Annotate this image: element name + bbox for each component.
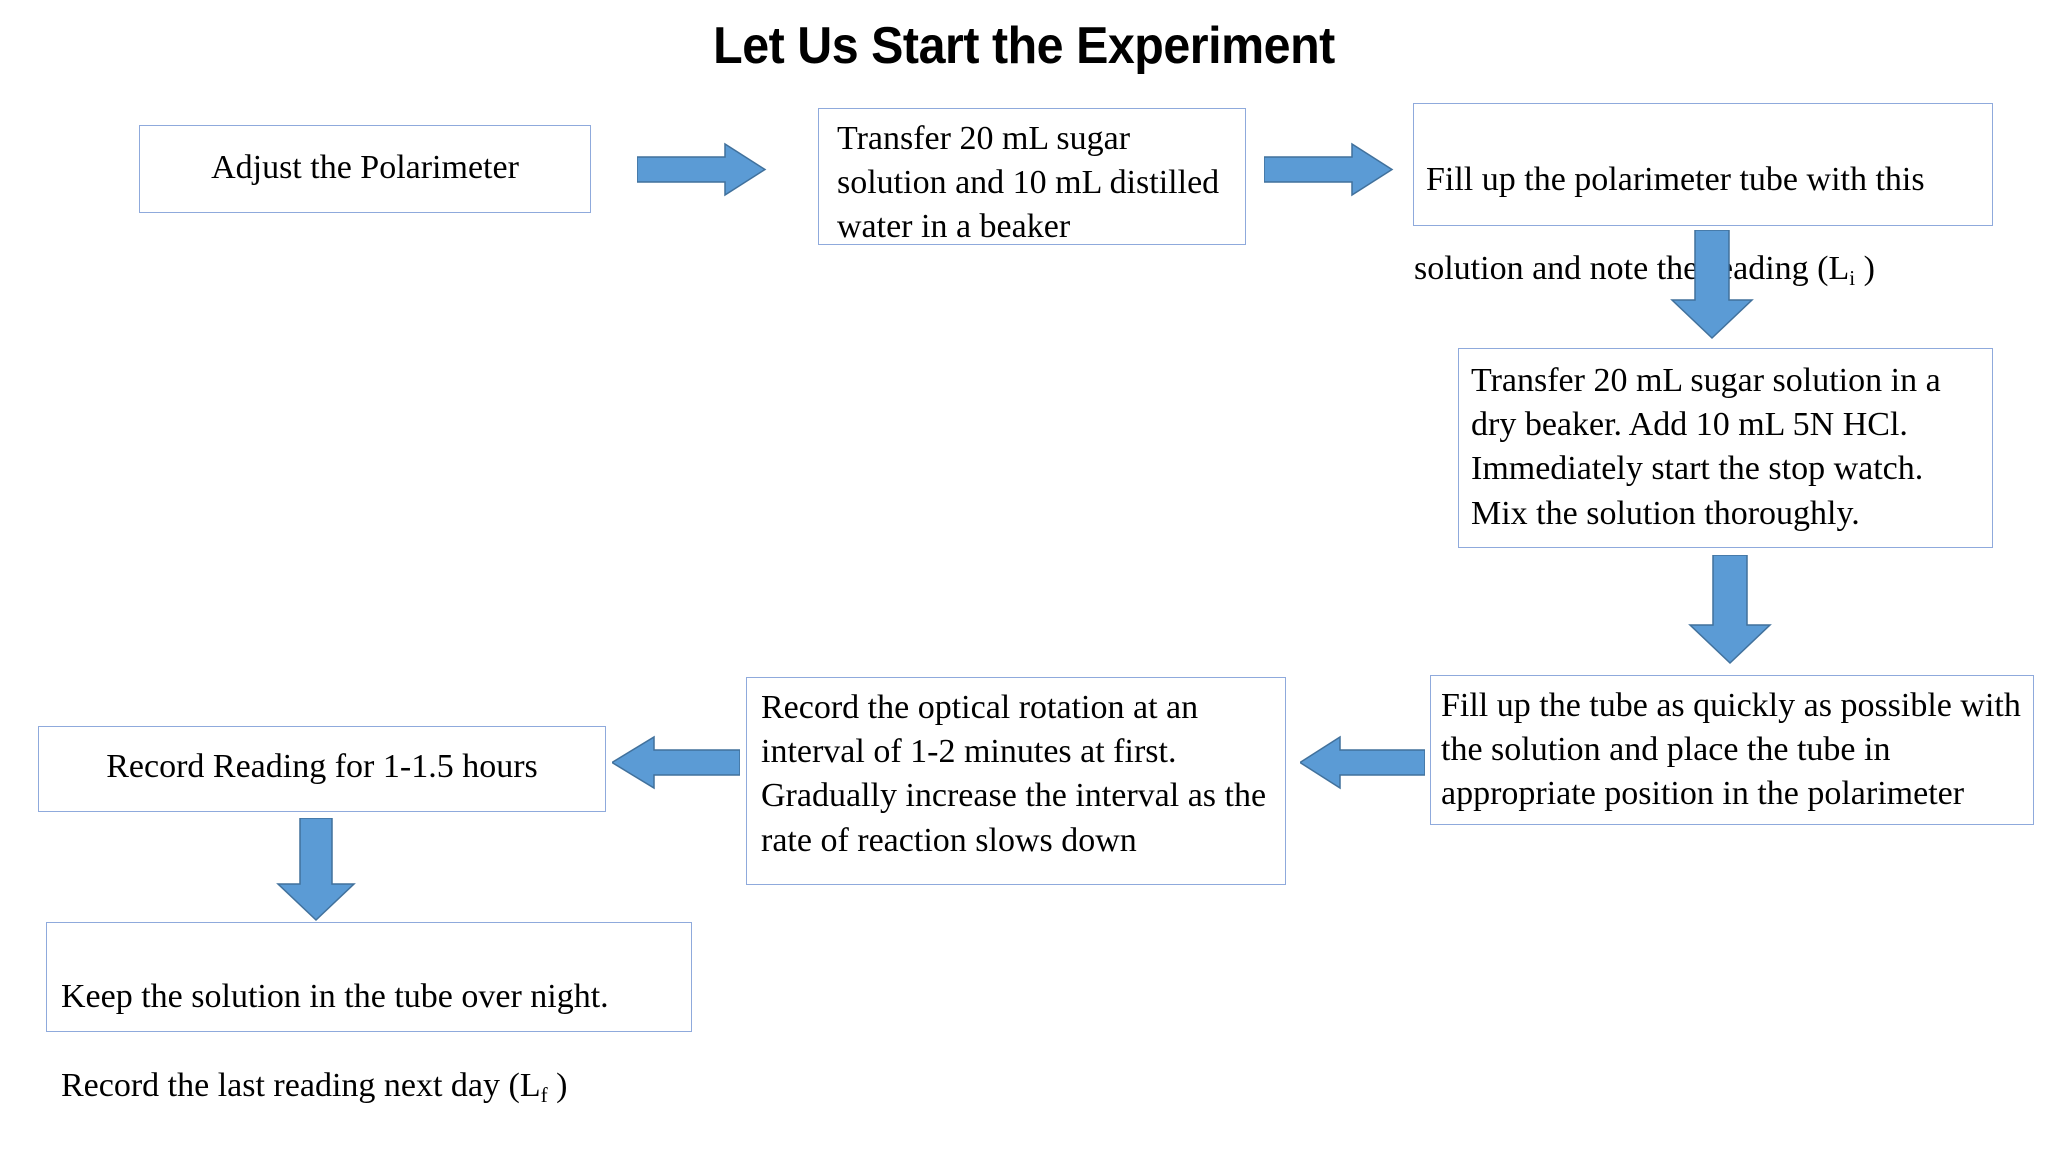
flow-node-adjust-polarimeter[interactable]: Adjust the Polarimeter [139, 125, 591, 213]
flow-node-adjust-polarimeter-label: Adjust the Polarimeter [211, 149, 519, 186]
arrow-record-rotation-to-record-reading [612, 735, 740, 790]
flow-node-keep-overnight-line2: Record the last reading next day (L [61, 1066, 541, 1104]
flow-node-add-hcl-start-watch[interactable]: Transfer 20 mL sugar solution in a dry b… [1458, 348, 1993, 548]
flow-node-fill-tube-note-reading-line2: solution and note the reading (L [1414, 249, 1850, 287]
flow-node-fill-tube-quickly-label: Fill up the tube as quickly as possible … [1441, 687, 2021, 813]
flow-node-keep-overnight-close: ) [547, 1066, 568, 1104]
arrow-fill-quickly-to-record-rotation [1300, 735, 1425, 790]
flow-node-add-hcl-start-watch-label: Transfer 20 mL sugar solution in a dry b… [1471, 362, 1941, 532]
flow-node-record-optical-rotation[interactable]: Record the optical rotation at an interv… [746, 677, 1286, 885]
flow-node-transfer-sugar-water-label: Transfer 20 mL sugar solution and 10 mL … [837, 120, 1220, 246]
subscript-initial: i [1849, 265, 1856, 290]
flow-node-fill-tube-quickly[interactable]: Fill up the tube as quickly as possible … [1430, 675, 2034, 825]
flow-node-fill-tube-note-reading-close: ) [1855, 249, 1875, 287]
flow-node-keep-overnight-line1: Keep the solution in the tube over night… [61, 978, 609, 1016]
flow-node-record-optical-rotation-label: Record the optical rotation at an interv… [761, 689, 1267, 859]
flow-node-fill-tube-note-reading-line1: Fill up the polarimeter tube with this [1426, 161, 1925, 199]
arrow-fill-tube-to-hcl [1662, 230, 1762, 340]
arrow-hcl-to-fill-quickly [1680, 555, 1780, 665]
arrow-record-reading-to-overnight [270, 818, 362, 922]
arrow-adjust-to-transfer [637, 142, 767, 197]
flow-node-fill-tube-note-reading[interactable]: Fill up the polarimeter tube with this s… [1413, 103, 1993, 290]
page-title: Let Us Start the Experiment [713, 17, 1335, 75]
flow-node-transfer-sugar-water[interactable]: Transfer 20 mL sugar solution and 10 mL … [818, 108, 1246, 245]
arrow-transfer-to-fill-tube [1264, 142, 1394, 197]
flow-node-record-reading-hours[interactable]: Record Reading for 1-1.5 hours [38, 726, 606, 812]
flow-node-record-reading-hours-label: Record Reading for 1-1.5 hours [106, 748, 538, 785]
flow-node-keep-overnight-final-reading[interactable]: Keep the solution in the tube over night… [46, 922, 692, 1107]
subscript-final: f [540, 1082, 548, 1107]
